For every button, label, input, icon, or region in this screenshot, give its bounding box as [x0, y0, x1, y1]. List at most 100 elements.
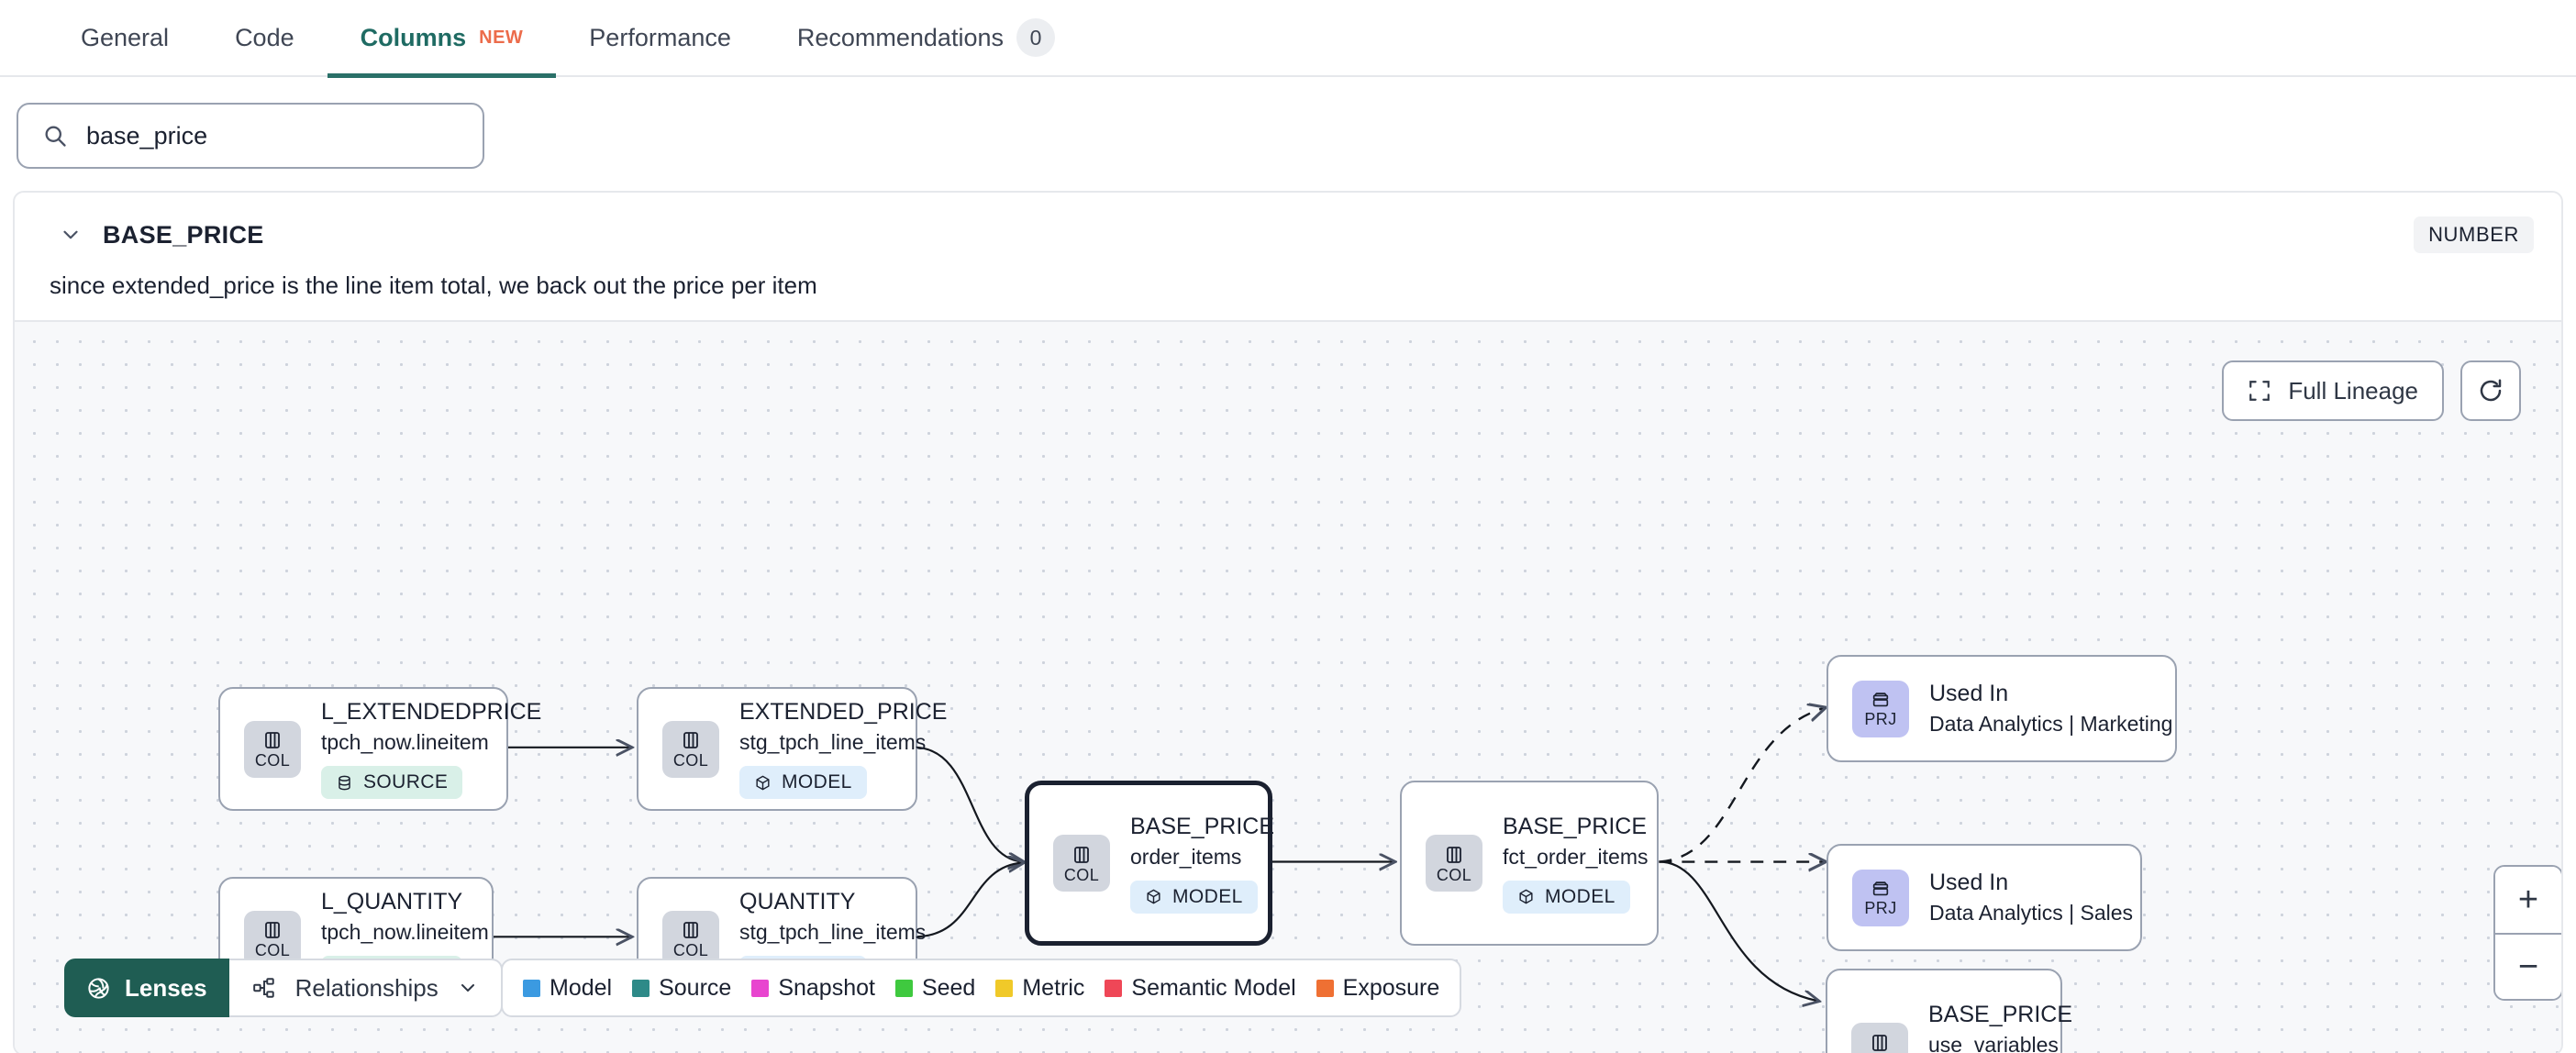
- tab-label: Performance: [589, 23, 731, 51]
- column-type-chip: COL: [662, 720, 719, 778]
- project-type-chip: PRJ: [1852, 869, 1909, 926]
- zoom-out-button[interactable]: −: [2495, 933, 2561, 999]
- chevron-down-icon[interactable]: [59, 223, 86, 247]
- column-type-chip: COL: [244, 910, 301, 968]
- lineage-node-extended-price[interactable]: COL EXTENDED_PRICE stg_tpch_line_items M…: [637, 687, 948, 811]
- recommendations-count-badge: 0: [1016, 18, 1055, 57]
- column-type-chip: COL: [1851, 1023, 1908, 1053]
- legend-label: Model: [550, 974, 613, 1001]
- legend-label: Source: [659, 974, 732, 1001]
- lineage-edges: [489, 322, 2561, 1053]
- aperture-icon: [86, 976, 111, 1001]
- expand-corners-icon: [2248, 379, 2271, 403]
- page-title: BASE_PRICE: [103, 220, 264, 249]
- legend-label: Seed: [921, 974, 976, 1001]
- column-description: since extended_price is the line item to…: [50, 272, 817, 299]
- column-icon: [680, 919, 702, 941]
- chip-label: PRJ: [1864, 899, 1897, 917]
- database-icon: [336, 774, 353, 792]
- tab-label: Columns: [360, 23, 467, 51]
- tab-code[interactable]: Code: [202, 0, 328, 76]
- node-title: Used In: [1929, 681, 2009, 706]
- node-subtitle: order_items: [1130, 844, 1242, 869]
- search-input-value: base_price: [86, 121, 208, 150]
- column-header: BASE_PRICE NUMBER: [15, 193, 2561, 259]
- legend-item-semantic-model: Semantic Model: [1105, 975, 1296, 1002]
- lenses-button[interactable]: Lenses: [64, 959, 229, 1017]
- lineage-toolbar: Full Lineage: [2222, 360, 2521, 421]
- column-type-chip: COL: [1426, 835, 1482, 892]
- materialization-badge: MODEL: [739, 766, 867, 799]
- project-icon: [1870, 690, 1892, 710]
- node-title: L_QUANTITY: [321, 889, 463, 914]
- tab-general[interactable]: General: [48, 0, 202, 76]
- column-type-chip: COL: [662, 910, 719, 968]
- column-icon: [1443, 844, 1465, 866]
- refresh-button[interactable]: [2460, 360, 2521, 421]
- column-icon: [680, 729, 702, 751]
- materialization-label: MODEL: [1172, 885, 1243, 907]
- legend-item-snapshot: Snapshot: [751, 975, 875, 1002]
- lineage-node-project-sales[interactable]: PRJ Used In Data Analytics | Sales: [1827, 844, 2142, 951]
- chip-label: COL: [672, 751, 709, 770]
- zoom-controls: + −: [2493, 865, 2561, 1001]
- materialization-badge: MODEL: [1503, 880, 1630, 914]
- lineage-node-base-price-use-variables[interactable]: COL BASE_PRICE use_variables MODEL: [1826, 969, 2072, 1053]
- project-icon: [1870, 879, 1892, 899]
- materialization-label: MODEL: [782, 771, 852, 793]
- cube-icon: [754, 774, 772, 792]
- lineage-node-l-extendedprice[interactable]: COL L_EXTENDEDPRICE tpch_now.lineitem SO…: [218, 687, 542, 811]
- zoom-in-button[interactable]: +: [2495, 867, 2561, 933]
- chip-label: COL: [254, 751, 291, 770]
- node-subtitle: fct_order_items: [1503, 844, 1649, 869]
- node-title: QUANTITY: [739, 889, 856, 914]
- column-icon: [1071, 844, 1093, 866]
- full-lineage-label: Full Lineage: [2288, 376, 2418, 405]
- node-subtitle: tpch_now.lineitem: [321, 730, 489, 754]
- legend-swatch: [1105, 979, 1123, 997]
- legend-item-seed: Seed: [894, 974, 976, 1002]
- materialization-label: SOURCE: [363, 771, 449, 793]
- tab-recommendations[interactable]: Recommendations 0: [764, 0, 1088, 76]
- search-input[interactable]: base_price: [17, 103, 484, 169]
- chip-label: COL: [1063, 865, 1100, 884]
- lineage-node-project-marketing[interactable]: PRJ Used In Data Analytics | Marketing: [1827, 655, 2177, 762]
- column-panel: BASE_PRICE NUMBER since extended_price i…: [13, 191, 2563, 1053]
- node-title: BASE_PRICE: [1503, 813, 1648, 839]
- cube-icon: [1517, 888, 1535, 905]
- relationships-label: Relationships: [294, 973, 439, 1002]
- node-subtitle: tpch_now.lineitem: [321, 920, 489, 944]
- tab-performance[interactable]: Performance: [556, 0, 764, 76]
- materialization-badge: MODEL: [1130, 880, 1258, 914]
- legend-label: Exposure: [1342, 974, 1440, 1001]
- legend-item-metric: Metric: [995, 975, 1084, 1002]
- node-subtitle: stg_tpch_line_items: [739, 730, 927, 754]
- node-title: BASE_PRICE: [1130, 813, 1275, 839]
- lineage-node-base-price-fct-order-items[interactable]: COL BASE_PRICE fct_order_items MODEL: [1400, 781, 1659, 946]
- relationships-button[interactable]: Relationships: [228, 959, 503, 1017]
- column-icon: [1869, 1032, 1891, 1053]
- column-type-chip: COL: [1053, 835, 1110, 892]
- cube-icon: [1145, 888, 1162, 905]
- chip-label: COL: [1436, 865, 1472, 884]
- search-icon: [42, 123, 68, 149]
- legend-item-source: Source: [632, 975, 731, 1002]
- tab-columns[interactable]: Columns NEW: [327, 0, 557, 78]
- node-title: EXTENDED_PRICE: [739, 699, 948, 725]
- refresh-icon: [2477, 377, 2504, 405]
- legend-swatch: [1316, 979, 1334, 997]
- legend-swatch: [751, 979, 770, 997]
- legend-swatch: [632, 979, 650, 997]
- materialization-badge: SOURCE: [321, 766, 463, 799]
- full-lineage-button[interactable]: Full Lineage: [2222, 360, 2444, 421]
- node-title: L_EXTENDEDPRICE: [321, 699, 542, 725]
- lineage-canvas[interactable]: COL L_EXTENDEDPRICE tpch_now.lineitem SO…: [15, 320, 2561, 1053]
- column-icon: [261, 919, 283, 941]
- column-icon: [261, 729, 283, 751]
- lineage-legend: Model Source Snapshot Seed Metric Semant…: [501, 959, 1462, 1017]
- legend-item-exposure: Exposure: [1316, 974, 1440, 1002]
- legend-label: Snapshot: [778, 974, 875, 1001]
- legend-item-model: Model: [523, 975, 612, 1002]
- node-subtitle: use_variables: [1928, 1032, 2059, 1053]
- lineage-node-base-price-order-items[interactable]: COL BASE_PRICE order_items MODEL: [1025, 781, 1275, 946]
